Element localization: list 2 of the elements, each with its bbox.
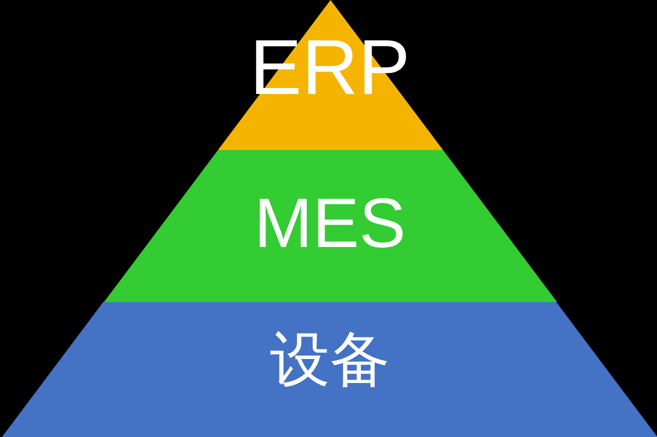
tier-label: 设备 <box>270 330 390 390</box>
tier-label: MES <box>254 188 406 258</box>
